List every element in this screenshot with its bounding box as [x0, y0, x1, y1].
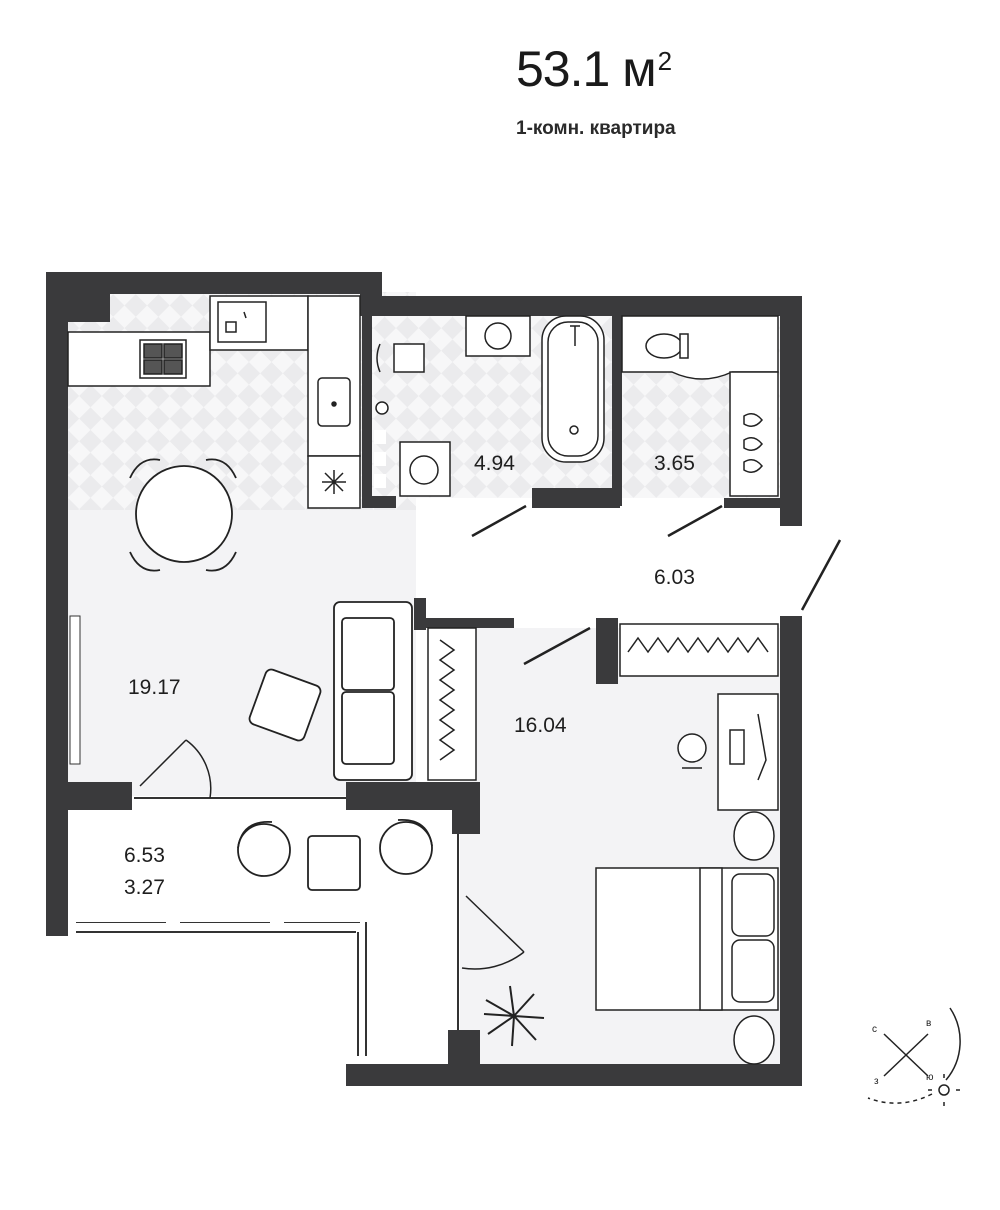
window-living	[69, 615, 81, 765]
room-area-kitchen-living: 19.17	[128, 676, 181, 699]
armchair-icon	[379, 819, 433, 875]
oven-icon	[217, 301, 267, 343]
sink-icon	[317, 377, 351, 427]
door-bedroom-balcony-swing	[461, 951, 525, 970]
vent-square	[374, 430, 386, 444]
armchair-icon	[237, 821, 291, 877]
doors	[139, 504, 842, 970]
header: 53.1 м2 1-комн. квартира	[0, 0, 1000, 160]
room-area-bathroom: 4.94	[474, 452, 515, 475]
wall-top-left	[46, 272, 380, 294]
column-bottom	[448, 1030, 480, 1086]
room-area-hallway: 6.03	[654, 566, 695, 589]
door-toilet	[667, 504, 723, 538]
wall-toilet-bottom	[724, 498, 802, 508]
sun-icon	[928, 1074, 960, 1106]
toilet-icon	[645, 333, 689, 359]
bathtub-icon	[541, 315, 605, 463]
armchair-icon	[248, 668, 322, 742]
area-unit-superscript: 2	[657, 46, 673, 76]
toilet-icon	[376, 343, 425, 373]
bed-icon	[595, 867, 779, 1011]
room-area-balcony-reduced: 3.27	[124, 876, 165, 899]
balcony-furniture	[237, 819, 433, 891]
compass-west: з	[874, 1076, 879, 1087]
vent-squares	[374, 430, 386, 488]
door-bedroom-balcony-leaf	[465, 895, 525, 953]
door-entrance	[800, 539, 842, 611]
counter-top	[67, 331, 211, 387]
compass-south: ю	[926, 1072, 934, 1083]
room-area-bedroom: 16.04	[514, 714, 567, 737]
total-area: 53.1 м2	[516, 41, 673, 97]
wall-bath-left	[362, 316, 372, 506]
fridge-icon	[307, 455, 361, 509]
total-area-value: 53.1 м	[516, 41, 657, 97]
wall-hall-stub	[414, 618, 514, 628]
compass-north: с	[872, 1024, 877, 1035]
wall-bath-divider	[612, 316, 622, 506]
door-balcony-leaf	[139, 739, 187, 787]
door-balcony-swing	[185, 739, 212, 799]
stove-icon	[139, 339, 187, 379]
sink-icon	[465, 315, 531, 357]
wall-bath-bottom	[362, 496, 396, 508]
toilet-room-fixtures	[621, 315, 779, 497]
walls	[46, 272, 802, 1086]
sofa-icon	[333, 601, 413, 781]
desk-icon	[717, 693, 779, 811]
door-bathroom	[471, 504, 527, 538]
room-labels: 19.17 4.94 3.65 6.03 16.04 6.53 3.27	[124, 452, 695, 899]
nightstand-icon	[733, 1015, 775, 1065]
desk-chair-icon	[677, 733, 707, 769]
door-bedroom	[523, 626, 591, 666]
wall-top-right	[370, 296, 802, 316]
compass-east: в	[926, 1018, 931, 1029]
apartment-type: 1-комн. квартира	[516, 118, 676, 139]
wall-bottom	[346, 1064, 802, 1086]
wall-right-bottom	[780, 616, 802, 1086]
room-area-balcony-full: 6.53	[124, 844, 165, 867]
wall-bath-bottom-2	[532, 488, 620, 508]
column-mid	[450, 782, 480, 834]
nightstand-icon	[733, 811, 775, 861]
wardrobe-icon	[427, 623, 779, 781]
compass-icon: с в ю з	[867, 1007, 961, 1106]
wall-right-top	[780, 296, 802, 526]
hall-floor	[416, 508, 780, 628]
wall-left	[46, 272, 68, 936]
wall-bedroom-mid	[596, 618, 618, 684]
bedroom	[483, 693, 779, 1065]
kitchen	[67, 295, 361, 509]
plant-icon	[483, 985, 545, 1047]
drain-icon	[375, 401, 389, 415]
vent-square	[374, 452, 386, 466]
dining-table-icon	[129, 458, 237, 572]
shower-tray	[729, 371, 779, 497]
vent-square	[374, 474, 386, 488]
bathroom-fixtures	[375, 315, 605, 497]
room-area-toilet: 3.65	[654, 452, 695, 475]
wall-living-bottom-left	[46, 782, 132, 810]
column-top-left	[46, 272, 110, 322]
towel-icon	[743, 413, 763, 473]
washer-icon	[399, 441, 451, 497]
coffee-table-icon	[307, 835, 361, 891]
counter-right	[307, 295, 361, 457]
